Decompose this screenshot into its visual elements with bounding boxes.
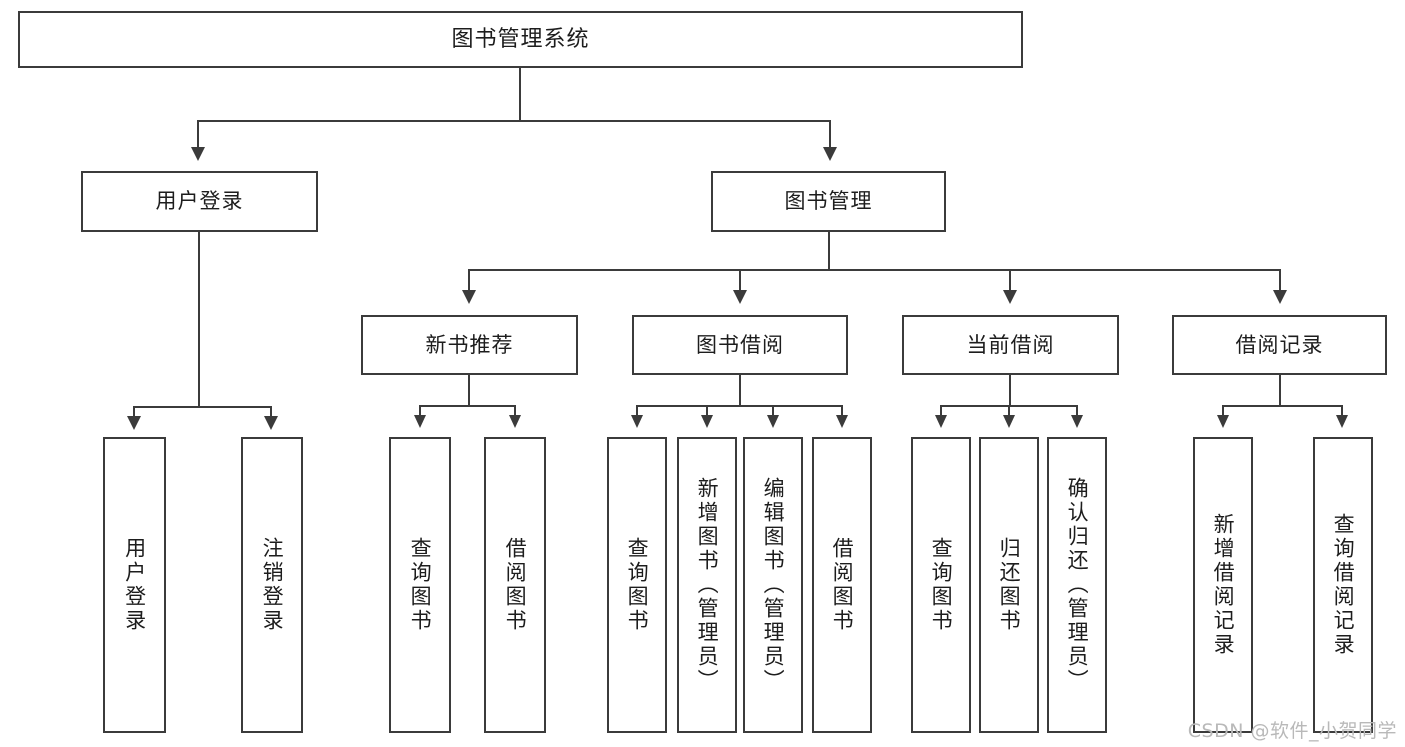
connector-user-login-leaf2 — [270, 406, 272, 416]
connector-current-borrow-leaf2 — [1008, 405, 1010, 415]
arrow-current-borrow-leaf1 — [935, 415, 947, 428]
connector-current-borrow-stem — [1009, 375, 1011, 407]
node-borrow-records[interactable]: 借阅记录 — [1172, 315, 1387, 375]
connector-bm-to-new-book — [468, 269, 470, 290]
arrow-root-to-user-login — [191, 147, 205, 161]
leaf-book-borrow-query-book[interactable]: 查询图书 — [607, 437, 667, 733]
arrow-book-borrow-leaf2 — [701, 415, 713, 428]
connector-user-login-leaf1 — [133, 406, 135, 416]
connector-root-bus — [197, 120, 831, 122]
arrow-root-to-book-management — [823, 147, 837, 161]
arrow-bm-to-current-borrow — [1003, 290, 1017, 304]
arrow-new-book-leaf1 — [414, 415, 426, 428]
leaf-current-borrow-return-book[interactable]: 归还图书 — [979, 437, 1039, 733]
arrow-current-borrow-leaf3 — [1071, 415, 1083, 428]
node-user-login[interactable]: 用户登录 — [81, 171, 318, 232]
connector-book-borrow-leaf3 — [772, 405, 774, 415]
connector-book-borrow-leaf2 — [706, 405, 708, 415]
connector-bm-to-current-borrow — [1009, 269, 1011, 290]
node-book-management[interactable]: 图书管理 — [711, 171, 946, 232]
connector-new-book-bus — [419, 405, 516, 407]
connector-book-borrow-leaf1 — [636, 405, 638, 415]
connector-new-book-leaf1 — [419, 405, 421, 415]
arrow-bm-to-borrow-records — [1273, 290, 1287, 304]
connector-user-login-bus — [133, 406, 270, 408]
connector-book-management-bus — [468, 269, 1280, 271]
node-new-book-recommend[interactable]: 新书推荐 — [361, 315, 578, 375]
connector-borrow-records-stem — [1279, 375, 1281, 407]
connector-book-management-stem — [828, 232, 830, 270]
arrow-current-borrow-leaf2 — [1003, 415, 1015, 428]
arrow-borrow-records-leaf2 — [1336, 415, 1348, 428]
connector-current-borrow-leaf1 — [940, 405, 942, 415]
connector-root-to-book-management — [829, 120, 831, 147]
connector-book-borrow-leaf4 — [841, 405, 843, 415]
leaf-user-login-logout[interactable]: 注销登录 — [241, 437, 303, 733]
connector-new-book-leaf2 — [514, 405, 516, 415]
arrow-book-borrow-leaf3 — [767, 415, 779, 428]
connector-borrow-records-bus — [1222, 405, 1342, 407]
arrow-bm-to-book-borrow — [733, 290, 747, 304]
connector-borrow-records-leaf1 — [1222, 405, 1224, 415]
leaf-new-book-query-book[interactable]: 查询图书 — [389, 437, 451, 733]
leaf-current-borrow-query-book[interactable]: 查询图书 — [911, 437, 971, 733]
arrow-user-login-leaf1 — [127, 416, 141, 430]
leaf-current-borrow-confirm-return-admin[interactable]: 确认归还（管理员） — [1047, 437, 1107, 733]
arrow-user-login-leaf2 — [264, 416, 278, 430]
connector-book-borrow-stem — [739, 375, 741, 407]
leaf-borrow-records-query-record[interactable]: 查询借阅记录 — [1313, 437, 1373, 733]
connector-current-borrow-leaf3 — [1076, 405, 1078, 415]
leaf-book-borrow-add-book-admin[interactable]: 新增图书（管理员） — [677, 437, 737, 733]
connector-bm-to-borrow-records — [1279, 269, 1281, 290]
arrow-borrow-records-leaf1 — [1217, 415, 1229, 428]
arrow-book-borrow-leaf1 — [631, 415, 643, 428]
connector-user-login-stem — [198, 232, 200, 408]
connector-root-to-user-login — [197, 120, 199, 147]
leaf-user-login-login[interactable]: 用户登录 — [103, 437, 166, 733]
arrow-new-book-leaf2 — [509, 415, 521, 428]
connector-borrow-records-leaf2 — [1341, 405, 1343, 415]
connector-book-borrow-bus — [636, 405, 843, 407]
connector-new-book-stem — [468, 375, 470, 407]
leaf-borrow-records-add-record[interactable]: 新增借阅记录 — [1193, 437, 1253, 733]
connector-root-stem — [519, 68, 521, 121]
leaf-book-borrow-borrow-book[interactable]: 借阅图书 — [812, 437, 872, 733]
connector-bm-to-book-borrow — [739, 269, 741, 290]
node-book-borrow[interactable]: 图书借阅 — [632, 315, 848, 375]
node-root-book-management-system[interactable]: 图书管理系统 — [18, 11, 1023, 68]
arrow-book-borrow-leaf4 — [836, 415, 848, 428]
node-current-borrow[interactable]: 当前借阅 — [902, 315, 1119, 375]
leaf-new-book-borrow-book[interactable]: 借阅图书 — [484, 437, 546, 733]
arrow-bm-to-new-book — [462, 290, 476, 304]
leaf-book-borrow-edit-book-admin[interactable]: 编辑图书（管理员） — [743, 437, 803, 733]
